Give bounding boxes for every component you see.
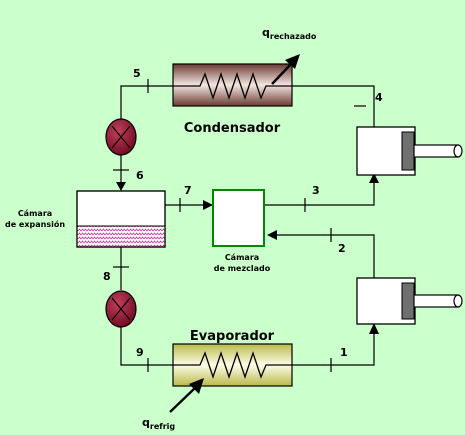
state-ticks	[113, 79, 366, 372]
expansion-valve-upper	[105, 118, 137, 156]
expansion-chamber-label-1: Cámara	[18, 209, 52, 218]
q-rejected-subscript: rechazado	[270, 32, 317, 41]
state-label-1: 1	[340, 346, 348, 359]
arrow-into-comp-top	[369, 173, 379, 183]
state-label-2: 2	[338, 242, 346, 255]
arrow-into-comp-bottom	[369, 323, 379, 334]
expansion-chamber-label-2: de expansión	[5, 219, 65, 229]
state-label-5: 5	[133, 67, 141, 80]
expansion-chamber	[76, 190, 166, 248]
pipe-9	[120, 326, 173, 366]
q-rejected-label: qrechazado	[262, 26, 317, 41]
condenser	[172, 63, 293, 107]
pipe-1	[292, 327, 375, 366]
q-refrig-label: qrefrig	[142, 416, 175, 431]
compressor-high	[356, 126, 463, 176]
q-refrig-symbol: q	[142, 416, 150, 429]
heat-rejected-arrow	[271, 54, 300, 85]
condenser-label: Condensador	[184, 121, 281, 136]
pipe-4	[292, 85, 375, 127]
expansion-valve-lower	[105, 290, 137, 328]
arrow-into-flash	[116, 182, 126, 191]
heat-refrig-arrow	[169, 378, 204, 413]
piping	[120, 85, 375, 366]
evaporator	[172, 343, 293, 387]
state-label-4: 4	[375, 91, 383, 104]
state-label-8: 8	[103, 270, 111, 283]
compressor-low	[356, 277, 463, 325]
q-refrig-subscript: refrig	[150, 422, 176, 431]
state-label-3: 3	[312, 184, 320, 197]
state-label-7: 7	[184, 184, 192, 197]
pipe-3	[264, 175, 375, 206]
state-label-6: 6	[136, 169, 144, 182]
flow-arrows	[116, 173, 379, 334]
state-label-9: 9	[136, 346, 144, 359]
mixing-chamber-label-1: Cámara	[225, 253, 259, 262]
evaporator-label: Evaporador	[190, 329, 275, 344]
pipe-5	[120, 85, 173, 122]
mixing-chamber	[212, 189, 265, 247]
q-rejected-symbol: q	[262, 26, 270, 39]
arrow-into-mixing-7	[203, 200, 213, 210]
arrow-into-mixing-2	[267, 230, 277, 240]
condenser-coil	[173, 71, 292, 101]
evaporator-coil	[173, 350, 292, 380]
mixing-chamber-label-2: de mezclado	[214, 264, 271, 273]
pipe-2	[268, 234, 375, 278]
